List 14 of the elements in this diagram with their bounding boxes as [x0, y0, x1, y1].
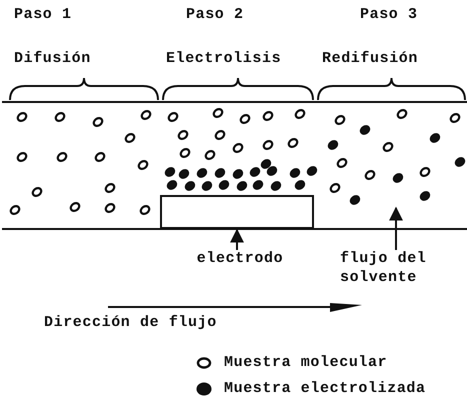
stage-title: Electrolisis — [166, 50, 282, 68]
legend-text: Muestra electrolizada — [224, 380, 426, 397]
callout-text: electrodo — [195, 250, 285, 269]
step-label: Paso 2 — [186, 6, 244, 24]
legend-text: Muestra molecular — [224, 354, 388, 371]
stage-title: Redifusión — [322, 50, 418, 68]
axis-label: Dirección de flujo — [44, 314, 217, 332]
callout-text: flujo del solvente — [340, 250, 440, 288]
arrow — [389, 206, 403, 250]
electrode-plate — [160, 195, 314, 229]
arrow — [230, 228, 244, 250]
step-label: Paso 3 — [360, 6, 418, 24]
stage-title: Difusión — [14, 50, 91, 68]
step-label: Paso 1 — [14, 6, 72, 24]
